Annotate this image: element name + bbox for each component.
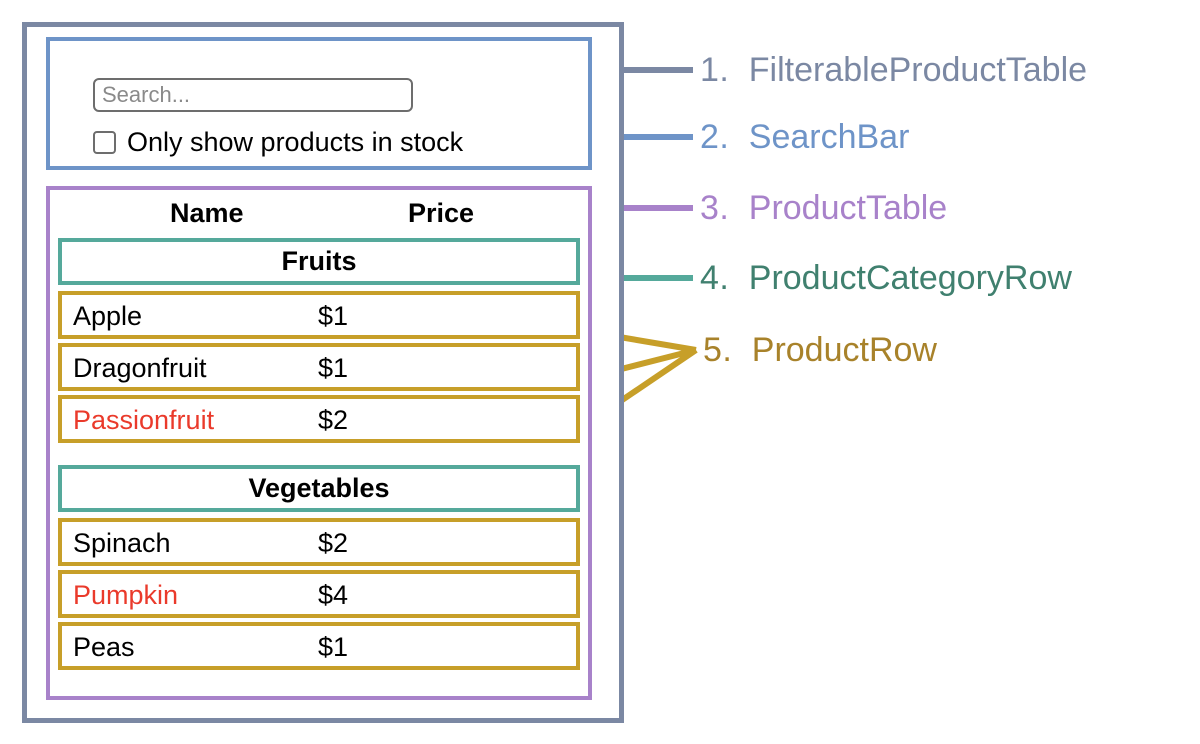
- product-row[interactable]: Peas $1: [58, 622, 580, 670]
- annotation-4-label: ProductCategoryRow: [748, 259, 1072, 297]
- product-price: $4: [318, 580, 349, 610]
- column-header-price: Price: [408, 198, 475, 228]
- search-bar: Only show products in stock: [46, 37, 592, 170]
- search-input[interactable]: [93, 78, 413, 112]
- annotation-3-label: ProductTable: [748, 189, 948, 227]
- annotation-2-label: SearchBar: [748, 118, 910, 156]
- product-price: $1: [318, 301, 349, 331]
- annotation-3-producttable: 3. ProductTable: [700, 191, 947, 225]
- product-row[interactable]: Pumpkin $4: [58, 570, 580, 618]
- product-category-label: Vegetables: [248, 473, 390, 503]
- product-name: Pumpkin: [73, 580, 179, 610]
- annotation-5-label: ProductRow: [751, 331, 937, 369]
- product-row[interactable]: Apple $1: [58, 291, 580, 339]
- product-category-row: Fruits: [58, 238, 580, 285]
- annotation-4-productcategoryrow: 4. ProductCategoryRow: [700, 261, 1072, 295]
- product-category-label: Fruits: [281, 246, 357, 276]
- annotation-3-number: 3.: [700, 189, 740, 227]
- annotation-1-number: 1.: [700, 51, 740, 89]
- annotation-1-label: FilterableProductTable: [748, 51, 1088, 89]
- annotation-5-productrow: 5. ProductRow: [703, 333, 937, 367]
- product-row[interactable]: Spinach $2: [58, 518, 580, 566]
- product-price: $2: [318, 405, 349, 435]
- annotation-5-number: 5.: [703, 331, 743, 369]
- product-row[interactable]: Passionfruit $2: [58, 395, 580, 443]
- table-header-row: Name Price: [58, 190, 580, 238]
- column-header-name: Name: [170, 198, 244, 228]
- product-name: Peas: [73, 632, 135, 662]
- in-stock-checkbox-label: Only show products in stock: [127, 127, 464, 157]
- product-name: Dragonfruit: [73, 353, 207, 383]
- annotation-2-searchbar: 2. SearchBar: [700, 120, 909, 154]
- annotation-2-number: 2.: [700, 118, 740, 156]
- product-table: Name Price Fruits Apple $1 Dragonfruit $…: [46, 186, 592, 700]
- in-stock-checkbox-row[interactable]: Only show products in stock: [93, 129, 463, 156]
- product-price: $2: [318, 528, 349, 558]
- product-price: $1: [318, 632, 349, 662]
- product-table-inner: Name Price Fruits Apple $1 Dragonfruit $…: [58, 190, 580, 670]
- product-row[interactable]: Dragonfruit $1: [58, 343, 580, 391]
- checkbox-icon[interactable]: [93, 131, 116, 154]
- annotation-4-number: 4.: [700, 259, 740, 297]
- group-spacer: [58, 443, 580, 465]
- annotation-1-filterableproducttable: 1. FilterableProductTable: [700, 53, 1087, 87]
- product-price: $1: [318, 353, 349, 383]
- product-name: Passionfruit: [73, 405, 215, 435]
- product-name: Spinach: [73, 528, 171, 558]
- product-category-row: Vegetables: [58, 465, 580, 512]
- product-name: Apple: [73, 301, 143, 331]
